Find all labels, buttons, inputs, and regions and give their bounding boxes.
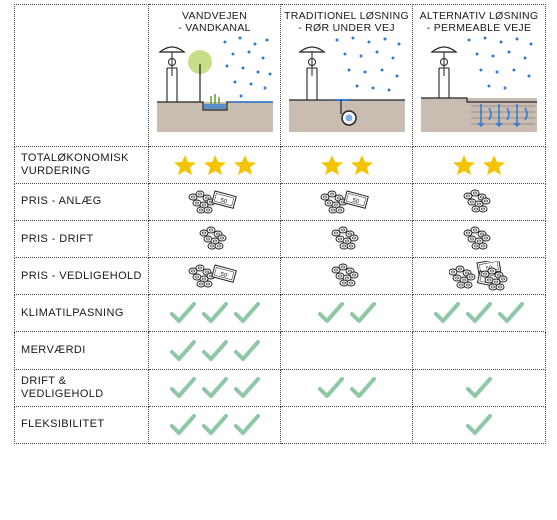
table-row: DRIFT & VEDLIGEHOLD xyxy=(14,368,546,407)
rating-cell xyxy=(280,257,413,296)
table-row: PRIS - ANLÆG 50 50 xyxy=(14,182,546,221)
rating-cell xyxy=(280,294,413,333)
check-icon xyxy=(169,302,196,324)
star-icon xyxy=(453,154,475,175)
check-icon xyxy=(233,376,260,398)
check-icon xyxy=(349,302,376,324)
svg-text:50: 50 xyxy=(351,198,360,206)
column-header-vandvejen: VANDVEJEN - VANDKANAL xyxy=(148,4,281,147)
coins-icon xyxy=(331,263,358,287)
coins-icon xyxy=(331,226,358,250)
coins-icon xyxy=(463,226,491,250)
column-title-line1: TRADITIONEL LØSNING xyxy=(284,10,409,22)
rating-cell xyxy=(148,368,281,407)
row-label: MERVÆRDI xyxy=(14,331,149,370)
column-title-line1: ALTERNATIV LØSNING xyxy=(419,10,539,22)
table-row: PRIS - DRIFT xyxy=(14,219,546,259)
rating-cell xyxy=(412,331,546,370)
pipe-under-road-illustration xyxy=(288,36,405,132)
rating-cell: 50 xyxy=(148,182,281,221)
check-icon xyxy=(169,413,196,435)
money-icon: 50 xyxy=(188,264,237,288)
column-header-traditionel: TRADITIONEL LØSNING - RØR UNDER VEJ xyxy=(280,4,413,147)
check-icon xyxy=(233,339,260,361)
row-label: PRIS - ANLÆG xyxy=(14,182,149,221)
water-channel-illustration xyxy=(156,36,273,132)
row-label: FLEKSIBILITET xyxy=(14,405,149,445)
svg-text:50: 50 xyxy=(219,198,228,206)
check-icon xyxy=(466,413,492,435)
row-label: DRIFT & VEDLIGEHOLD xyxy=(14,368,149,407)
rating-cell xyxy=(148,145,281,184)
table-row: TOTALØKONOMISK VURDERING xyxy=(14,145,546,184)
column-header-alternativ: ALTERNATIV LØSNING - PERMEABLE VEJE xyxy=(412,4,546,147)
check-icon xyxy=(466,302,492,324)
column-title-line1: VANDVEJEN xyxy=(182,10,247,22)
coins-icon xyxy=(463,189,491,213)
rating-cell xyxy=(280,405,413,445)
table-row: KLIMATILPASNING xyxy=(14,294,546,333)
rating-cell xyxy=(412,294,546,333)
rating-cell xyxy=(148,405,281,445)
check-icon xyxy=(233,413,260,435)
check-icon xyxy=(201,376,228,398)
check-icon xyxy=(317,302,344,324)
star-icon xyxy=(203,154,226,175)
check-icon xyxy=(498,302,524,324)
star-icon xyxy=(320,154,343,175)
column-title-line2: - PERMEABLE VEJE xyxy=(426,22,532,34)
rating-cell xyxy=(280,331,413,370)
rating-cell xyxy=(412,405,546,445)
column-title: VANDVEJEN - VANDKANAL xyxy=(149,5,280,34)
column-title: ALTERNATIV LØSNING - PERMEABLE VEJE xyxy=(413,5,545,34)
comparison-table: VANDVEJEN - VANDKANAL xyxy=(14,4,546,445)
coins-icon xyxy=(199,226,226,250)
row-label: PRIS - VEDLIGEHOLD xyxy=(14,257,149,296)
money-icon: 50 xyxy=(320,190,369,214)
column-title-line2: - RØR UNDER VEJ xyxy=(298,22,395,34)
star-icon xyxy=(483,154,505,175)
check-icon xyxy=(201,413,228,435)
table-row: FLEKSIBILITET xyxy=(14,405,546,445)
rating-cell xyxy=(412,145,546,184)
check-icon xyxy=(169,376,196,398)
star-icon xyxy=(173,154,196,175)
corner-cell xyxy=(14,4,149,147)
check-icon xyxy=(169,339,196,361)
rating-cell xyxy=(148,331,281,370)
rating-cell xyxy=(280,368,413,407)
star-icon xyxy=(233,154,256,175)
svg-text:50: 50 xyxy=(219,272,228,280)
check-icon xyxy=(349,376,376,398)
money-icon: 50 xyxy=(188,190,237,214)
column-title: TRADITIONEL LØSNING - RØR UNDER VEJ xyxy=(281,5,412,34)
rating-cell xyxy=(148,294,281,333)
rating-cell xyxy=(412,182,546,221)
rating-cell xyxy=(148,219,281,259)
rating-cell: 50 xyxy=(148,257,281,296)
permeable-road-illustration xyxy=(421,36,537,132)
check-icon xyxy=(233,302,260,324)
rating-cell: 50 xyxy=(280,182,413,221)
check-icon xyxy=(317,376,344,398)
table-row: MERVÆRDI xyxy=(14,331,546,370)
rating-cell xyxy=(280,145,413,184)
column-title-line2: - VANDKANAL xyxy=(178,22,251,34)
rating-cell xyxy=(412,368,546,407)
row-label: KLIMATILPASNING xyxy=(14,294,149,333)
rating-cell xyxy=(280,219,413,259)
check-icon xyxy=(201,339,228,361)
star-icon xyxy=(350,154,373,175)
row-label: TOTALØKONOMISK VURDERING xyxy=(14,145,149,184)
check-icon xyxy=(466,376,492,398)
check-icon xyxy=(434,302,460,324)
rating-cell xyxy=(412,219,546,259)
row-label: PRIS - DRIFT xyxy=(14,219,149,259)
check-icon xyxy=(201,302,228,324)
